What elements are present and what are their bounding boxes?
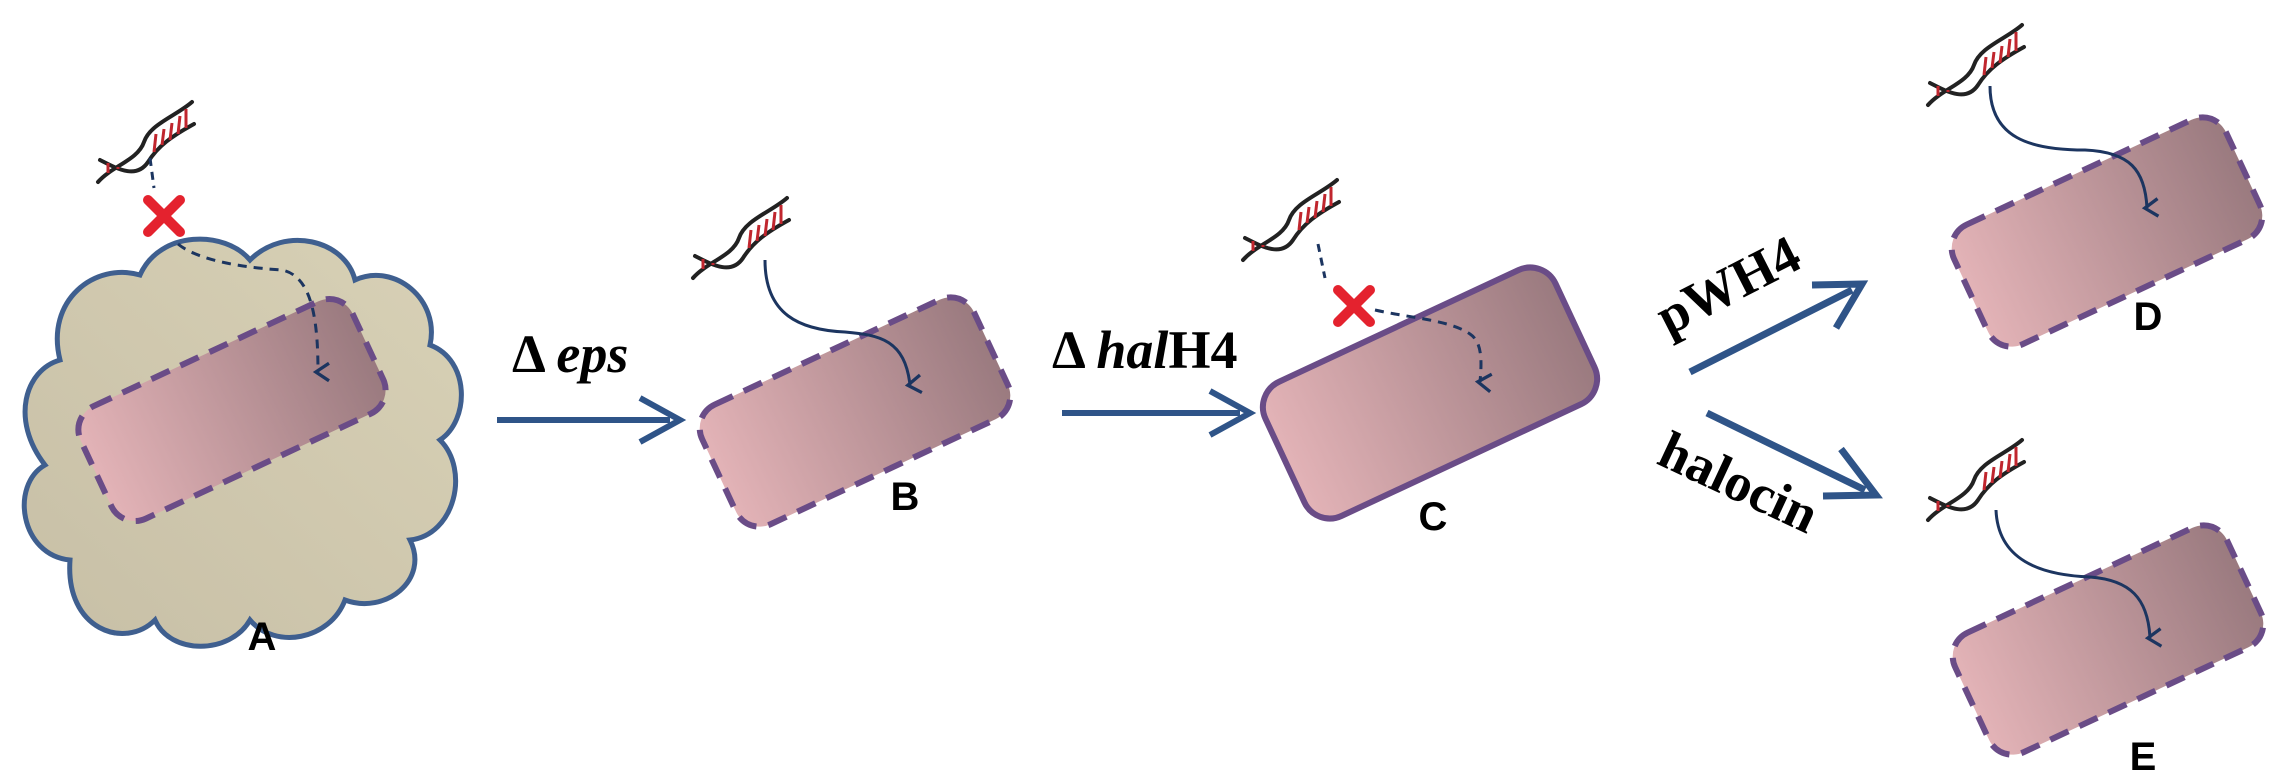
curved-arrow-icon	[1994, 509, 2163, 648]
step-label-eps: Δ eps	[512, 324, 628, 384]
step-label-halocin: halocin	[1650, 419, 1828, 544]
red-x-icon	[1333, 285, 1375, 327]
panel-d: D	[1926, 23, 2266, 350]
panel-label-c: C	[1419, 495, 1448, 539]
step-halocin: halocin	[1650, 409, 1883, 545]
cell-d	[1948, 114, 2266, 350]
curved-arrow-icon	[177, 242, 330, 383]
panel-label-a: A	[248, 615, 277, 659]
curved-arrow-icon	[1374, 308, 1493, 394]
step-label-pwh4: pWH4	[1646, 224, 1810, 347]
panel-label-b: B	[891, 475, 920, 519]
dna-helix-icon	[96, 100, 196, 184]
red-x-icon	[143, 195, 185, 237]
panel-e: E	[1926, 438, 2267, 779]
curved-arrow-icon	[763, 259, 923, 394]
cell-c	[1259, 264, 1601, 522]
dna-helix-icon	[1926, 23, 2026, 107]
step-halh4: Δ halH4	[1052, 320, 1257, 438]
panel-b: B	[691, 196, 1014, 530]
panel-label-e: E	[2130, 735, 2157, 779]
panel-a: A	[21, 100, 464, 659]
curved-arrow-icon	[1988, 85, 2160, 218]
cell-a	[75, 295, 389, 525]
step-label-halh4: Δ halH4	[1052, 320, 1237, 380]
panel-c: C	[1241, 178, 1601, 539]
panel-label-d: D	[2134, 295, 2163, 339]
dna-helix-icon	[1241, 178, 1341, 262]
cell-b	[696, 294, 1014, 530]
dna-helix-icon	[691, 196, 791, 280]
step-pwh4: pWH4	[1646, 224, 1869, 376]
cell-e	[1949, 522, 2267, 758]
step-eps: Δ eps	[497, 324, 687, 445]
dna-helix-icon	[1926, 438, 2026, 522]
